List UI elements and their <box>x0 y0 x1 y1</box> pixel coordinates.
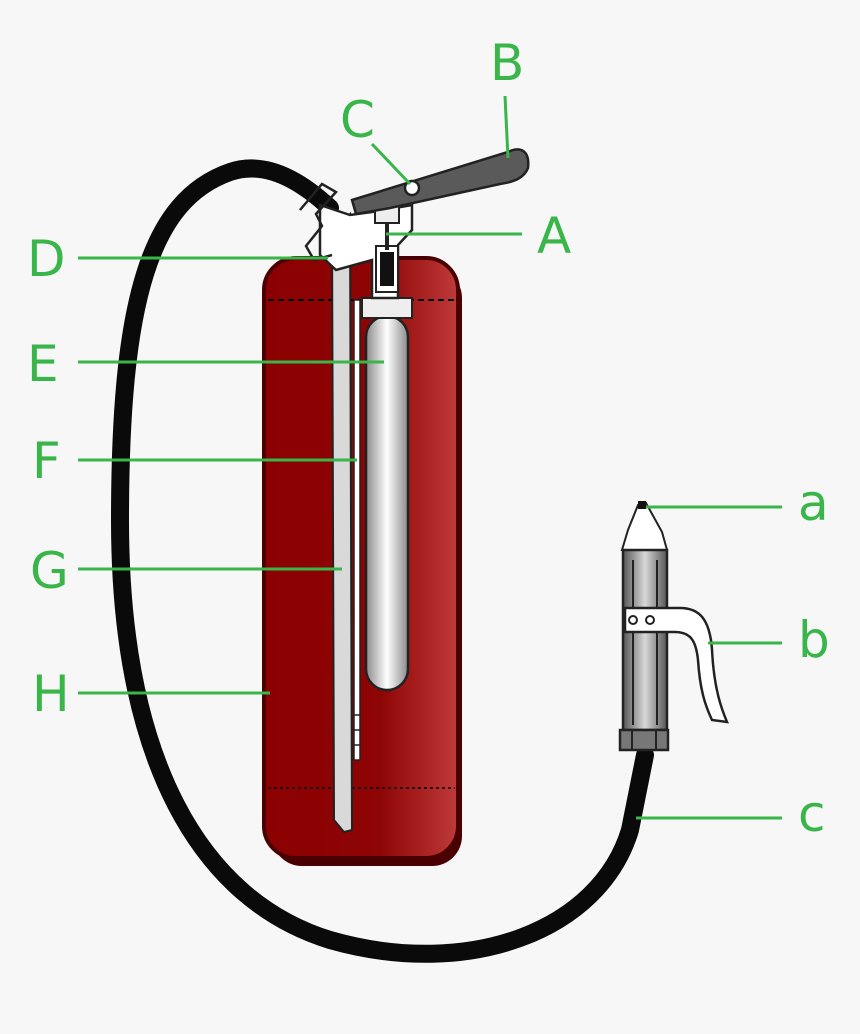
pressure-tube <box>353 299 361 761</box>
leader-lines <box>78 95 782 820</box>
valve-plug <box>380 252 394 286</box>
hose <box>110 159 654 963</box>
label-c: c <box>798 785 826 843</box>
nozzle-coupling <box>618 728 670 752</box>
handle-lever <box>350 148 530 216</box>
label-a: a <box>798 474 829 532</box>
label-H: H <box>32 665 70 723</box>
extinguisher-body <box>262 256 460 860</box>
leader-B <box>503 95 510 159</box>
nozzle-tip-cap <box>638 501 646 509</box>
label-b: b <box>798 611 830 669</box>
nozzle-tip <box>620 501 669 551</box>
label-D: D <box>27 230 66 288</box>
lever-screw-2 <box>645 615 655 625</box>
gas-cartridge <box>364 314 410 692</box>
label-C: C <box>340 91 375 149</box>
nozzle-lever <box>623 606 729 724</box>
syphon-tube <box>330 211 354 834</box>
label-A: A <box>537 207 571 265</box>
label-G: G <box>30 542 69 600</box>
cartridge-neck <box>361 297 413 319</box>
label-B: B <box>490 34 524 92</box>
leader-C <box>370 142 412 186</box>
tube-marks <box>354 714 360 746</box>
lever-screw-1 <box>628 615 638 625</box>
label-F: F <box>32 432 61 490</box>
label-E: E <box>27 335 59 393</box>
nozzle-body <box>621 548 669 732</box>
